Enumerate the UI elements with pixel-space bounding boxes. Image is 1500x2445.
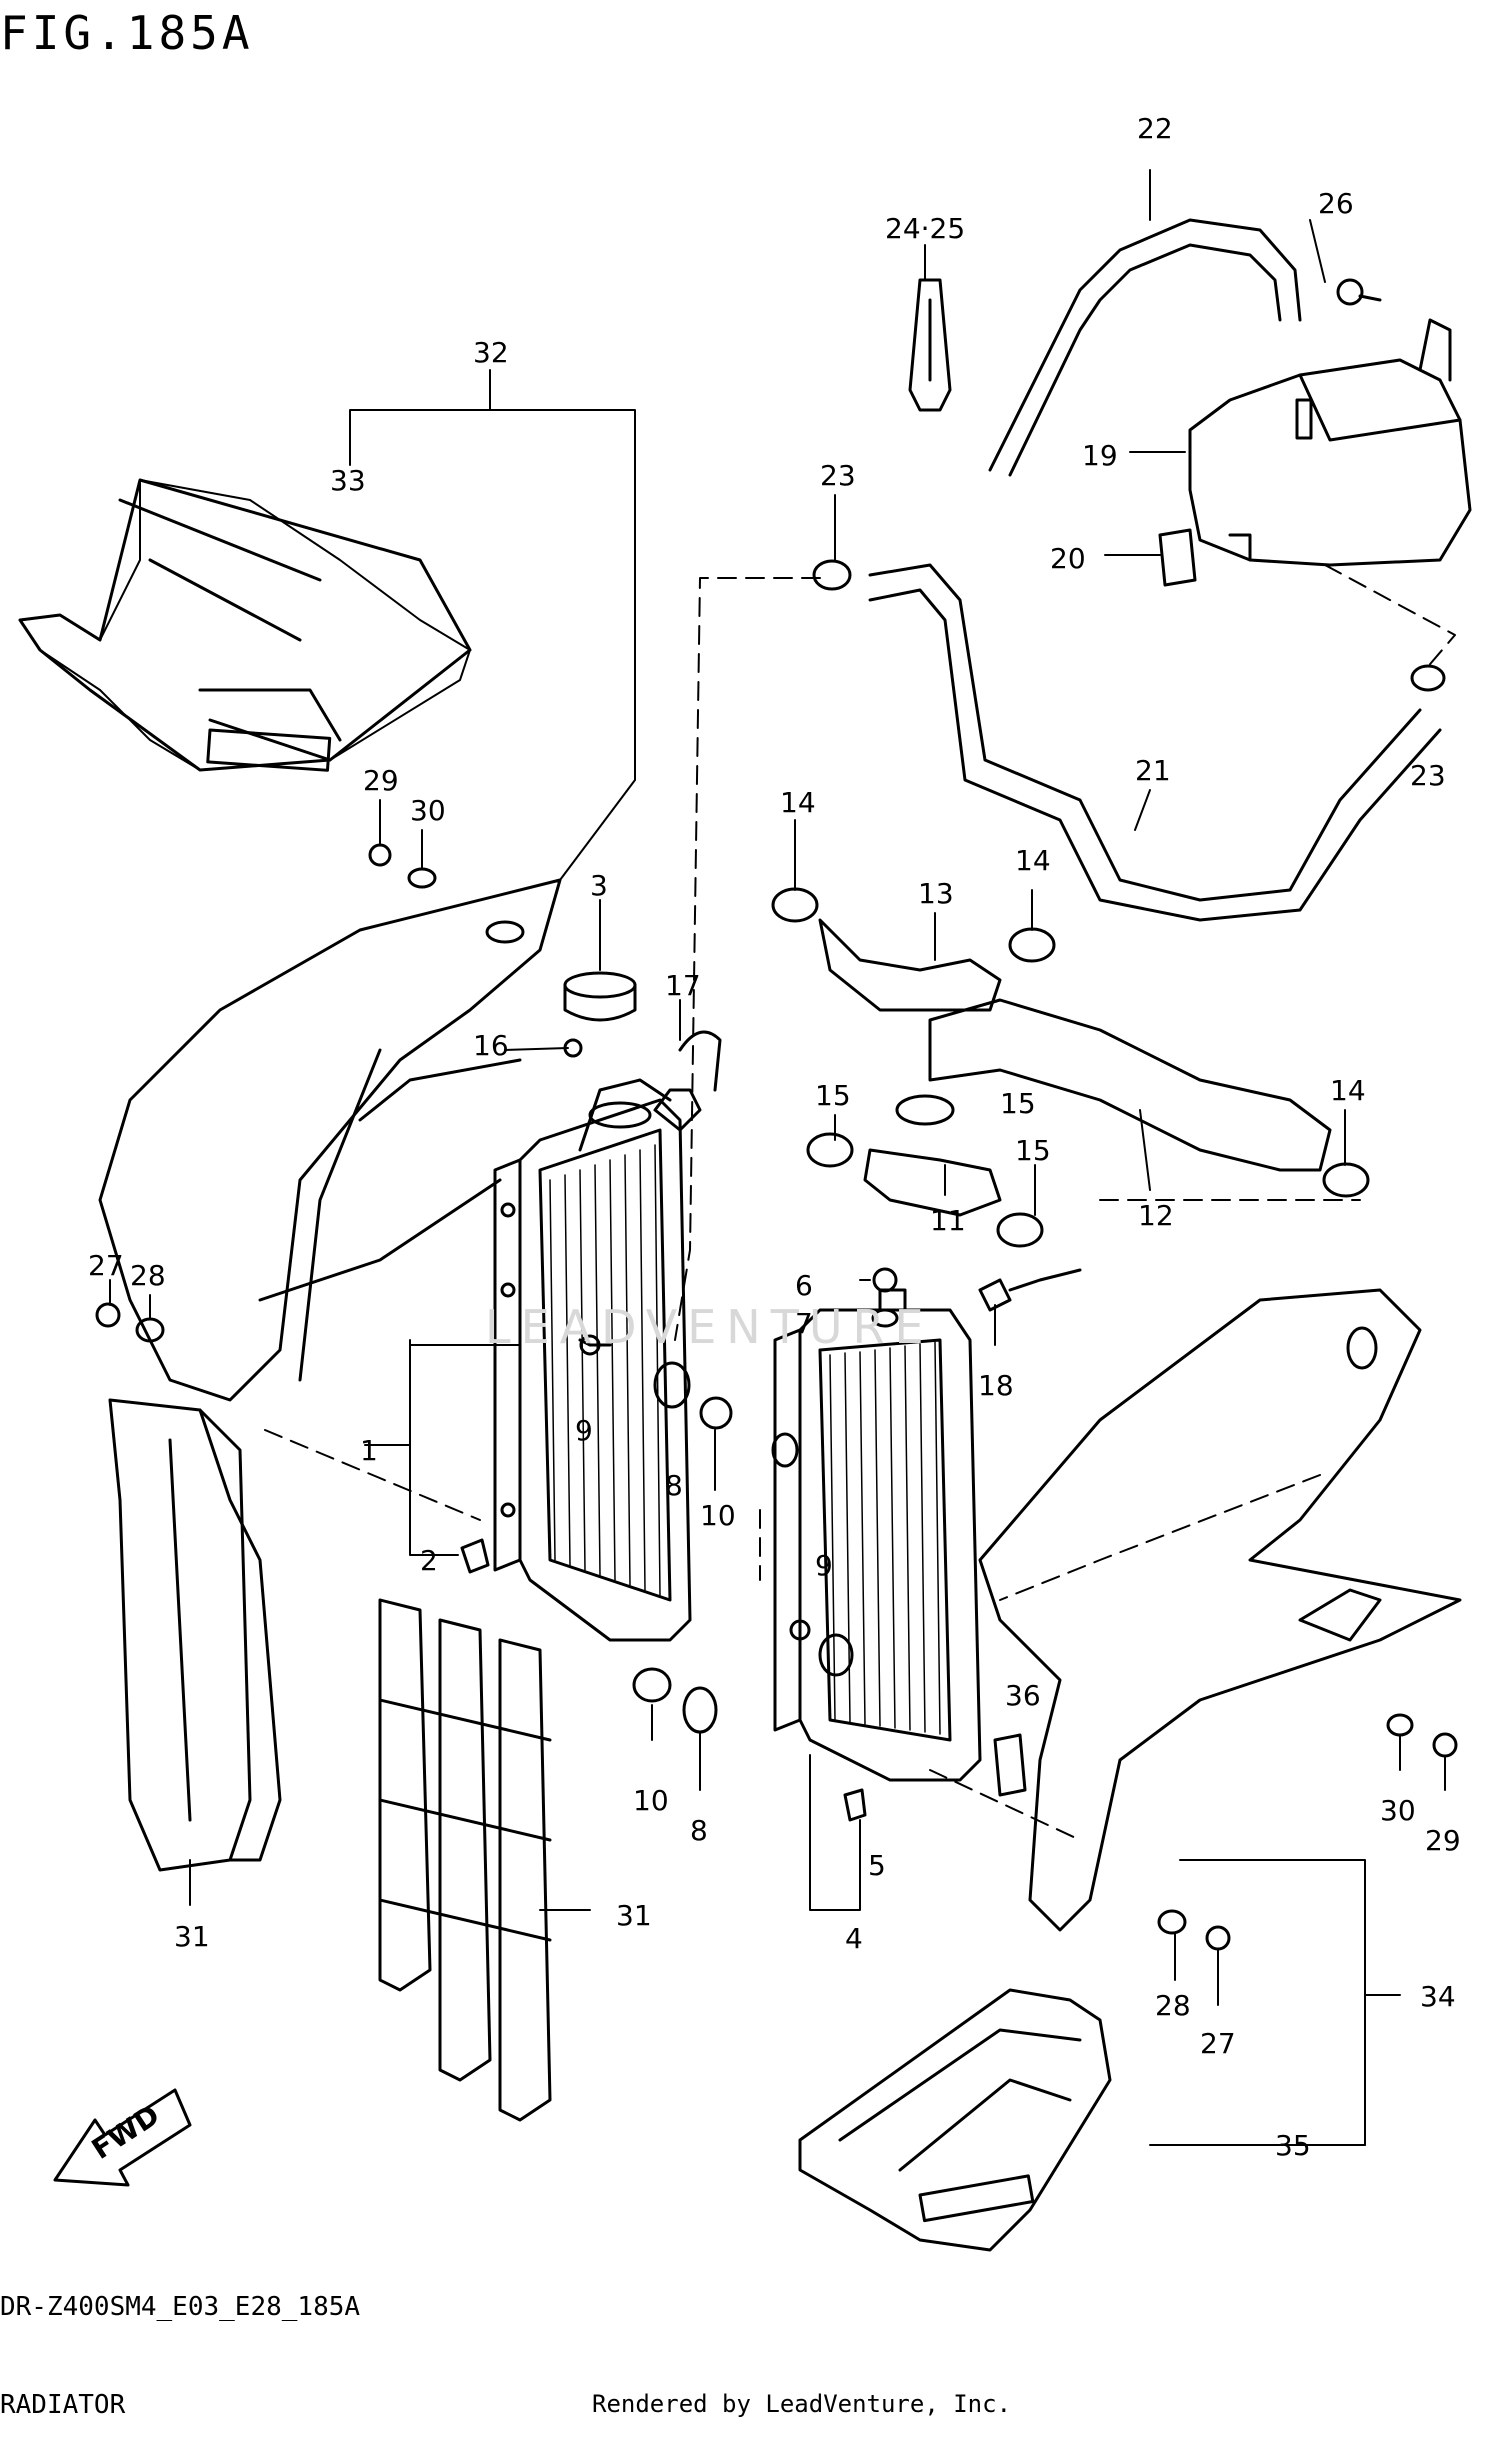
left-shroud-decal bbox=[19, 479, 471, 771]
callout-14c: 14 bbox=[1330, 1074, 1366, 1107]
callout-29b: 29 bbox=[1425, 1824, 1461, 1857]
callout-22: 22 bbox=[1137, 112, 1173, 145]
lower-radiator-hose bbox=[928, 998, 1332, 1172]
callout-7: 7 bbox=[795, 1307, 813, 1340]
callout-1: 1 bbox=[360, 1434, 378, 1467]
callout-31: 31 bbox=[174, 1920, 210, 1953]
radiator-cap bbox=[563, 971, 637, 1022]
callout-32: 32 bbox=[473, 336, 509, 369]
dashed-alignment-lines bbox=[264, 564, 1456, 1841]
callout-34: 34 bbox=[1420, 1980, 1456, 2013]
hose-clamp bbox=[771, 559, 1446, 1248]
reservoir-hose bbox=[868, 563, 1442, 922]
callout-2: 2 bbox=[420, 1544, 438, 1577]
callout-10: 10 bbox=[700, 1499, 736, 1532]
callout-15b: 15 bbox=[1000, 1087, 1036, 1120]
callout-13: 13 bbox=[918, 877, 954, 910]
callout-10b: 10 bbox=[633, 1784, 669, 1817]
callout-24-25: 24·25 bbox=[885, 212, 965, 245]
render-credit: Rendered by LeadVenture, Inc. bbox=[592, 2390, 1012, 2418]
left-radiator bbox=[493, 1078, 692, 1642]
callout-29: 29 bbox=[363, 764, 399, 797]
callout-31b: 31 bbox=[616, 1899, 652, 1932]
callout-30: 30 bbox=[410, 794, 446, 827]
callout-35: 35 bbox=[1275, 2129, 1311, 2162]
left-radiator-shroud bbox=[18, 478, 472, 772]
reservoir-tank bbox=[1188, 318, 1472, 567]
callout-23: 23 bbox=[820, 459, 856, 492]
callout-23b: 23 bbox=[1410, 759, 1446, 792]
callout-27b: 27 bbox=[1200, 2027, 1236, 2060]
callout-15c: 15 bbox=[1015, 1134, 1051, 1167]
diagram-model-code: DR-Z400SM4_E03_E28_185A bbox=[0, 2292, 361, 2322]
radiator-joint-hose bbox=[863, 1148, 1002, 1217]
callout-4: 4 bbox=[845, 1922, 863, 1955]
callout-27: 27 bbox=[88, 1249, 124, 1282]
callout-18: 18 bbox=[978, 1369, 1014, 1402]
callout-3: 3 bbox=[590, 869, 608, 902]
left-radiator-louver bbox=[108, 1398, 282, 1872]
center-radiator-louver bbox=[378, 1598, 552, 2122]
callout-6: 6 bbox=[795, 1269, 813, 1302]
callout-28b: 28 bbox=[1155, 1989, 1191, 2022]
hose-clamp-bracket bbox=[908, 278, 952, 412]
callout-16: 16 bbox=[473, 1029, 509, 1062]
callout-5: 5 bbox=[868, 1849, 886, 1882]
callout-21: 21 bbox=[1135, 754, 1171, 787]
right-radiator bbox=[771, 1288, 982, 1782]
callout-11: 11 bbox=[930, 1204, 966, 1237]
tank-bolt bbox=[1336, 278, 1382, 306]
callout-14b: 14 bbox=[1015, 844, 1051, 877]
callout-28: 28 bbox=[130, 1259, 166, 1292]
upper-radiator-hose bbox=[818, 918, 1002, 1012]
callout-8b: 8 bbox=[690, 1814, 708, 1847]
callout-19: 19 bbox=[1082, 439, 1118, 472]
section-name: RADIATOR bbox=[0, 2390, 126, 2420]
callout-20: 20 bbox=[1050, 542, 1086, 575]
callout-9b: 9 bbox=[815, 1549, 833, 1582]
callout-33: 33 bbox=[330, 464, 366, 497]
callout-9: 9 bbox=[575, 1414, 593, 1447]
callout-26: 26 bbox=[1318, 187, 1354, 220]
tank-overflow-hose bbox=[988, 218, 1302, 477]
callout-12: 12 bbox=[1138, 1199, 1174, 1232]
right-shroud-decal bbox=[798, 1988, 1112, 2252]
right-radiator-guard bbox=[978, 1288, 1462, 1932]
callout-8: 8 bbox=[665, 1469, 683, 1502]
callout-30b: 30 bbox=[1380, 1794, 1416, 1827]
fwd-label: FWD bbox=[86, 2098, 165, 2166]
callout-labels: 32 33 29 30 3 17 16 27 28 1 2 9 8 10 9 1… bbox=[88, 112, 1461, 2162]
left-radiator-guard bbox=[98, 878, 562, 1402]
callout-17: 17 bbox=[665, 969, 701, 1002]
figure-title: FIG.185A bbox=[0, 6, 254, 60]
tank-cushion bbox=[1158, 528, 1197, 587]
forward-direction-arrow: FWD bbox=[53, 2088, 192, 2187]
callout-36: 36 bbox=[1005, 1679, 1041, 1712]
callout-14: 14 bbox=[780, 786, 816, 819]
callout-15: 15 bbox=[815, 1079, 851, 1112]
leader-lines bbox=[109, 169, 1446, 2146]
